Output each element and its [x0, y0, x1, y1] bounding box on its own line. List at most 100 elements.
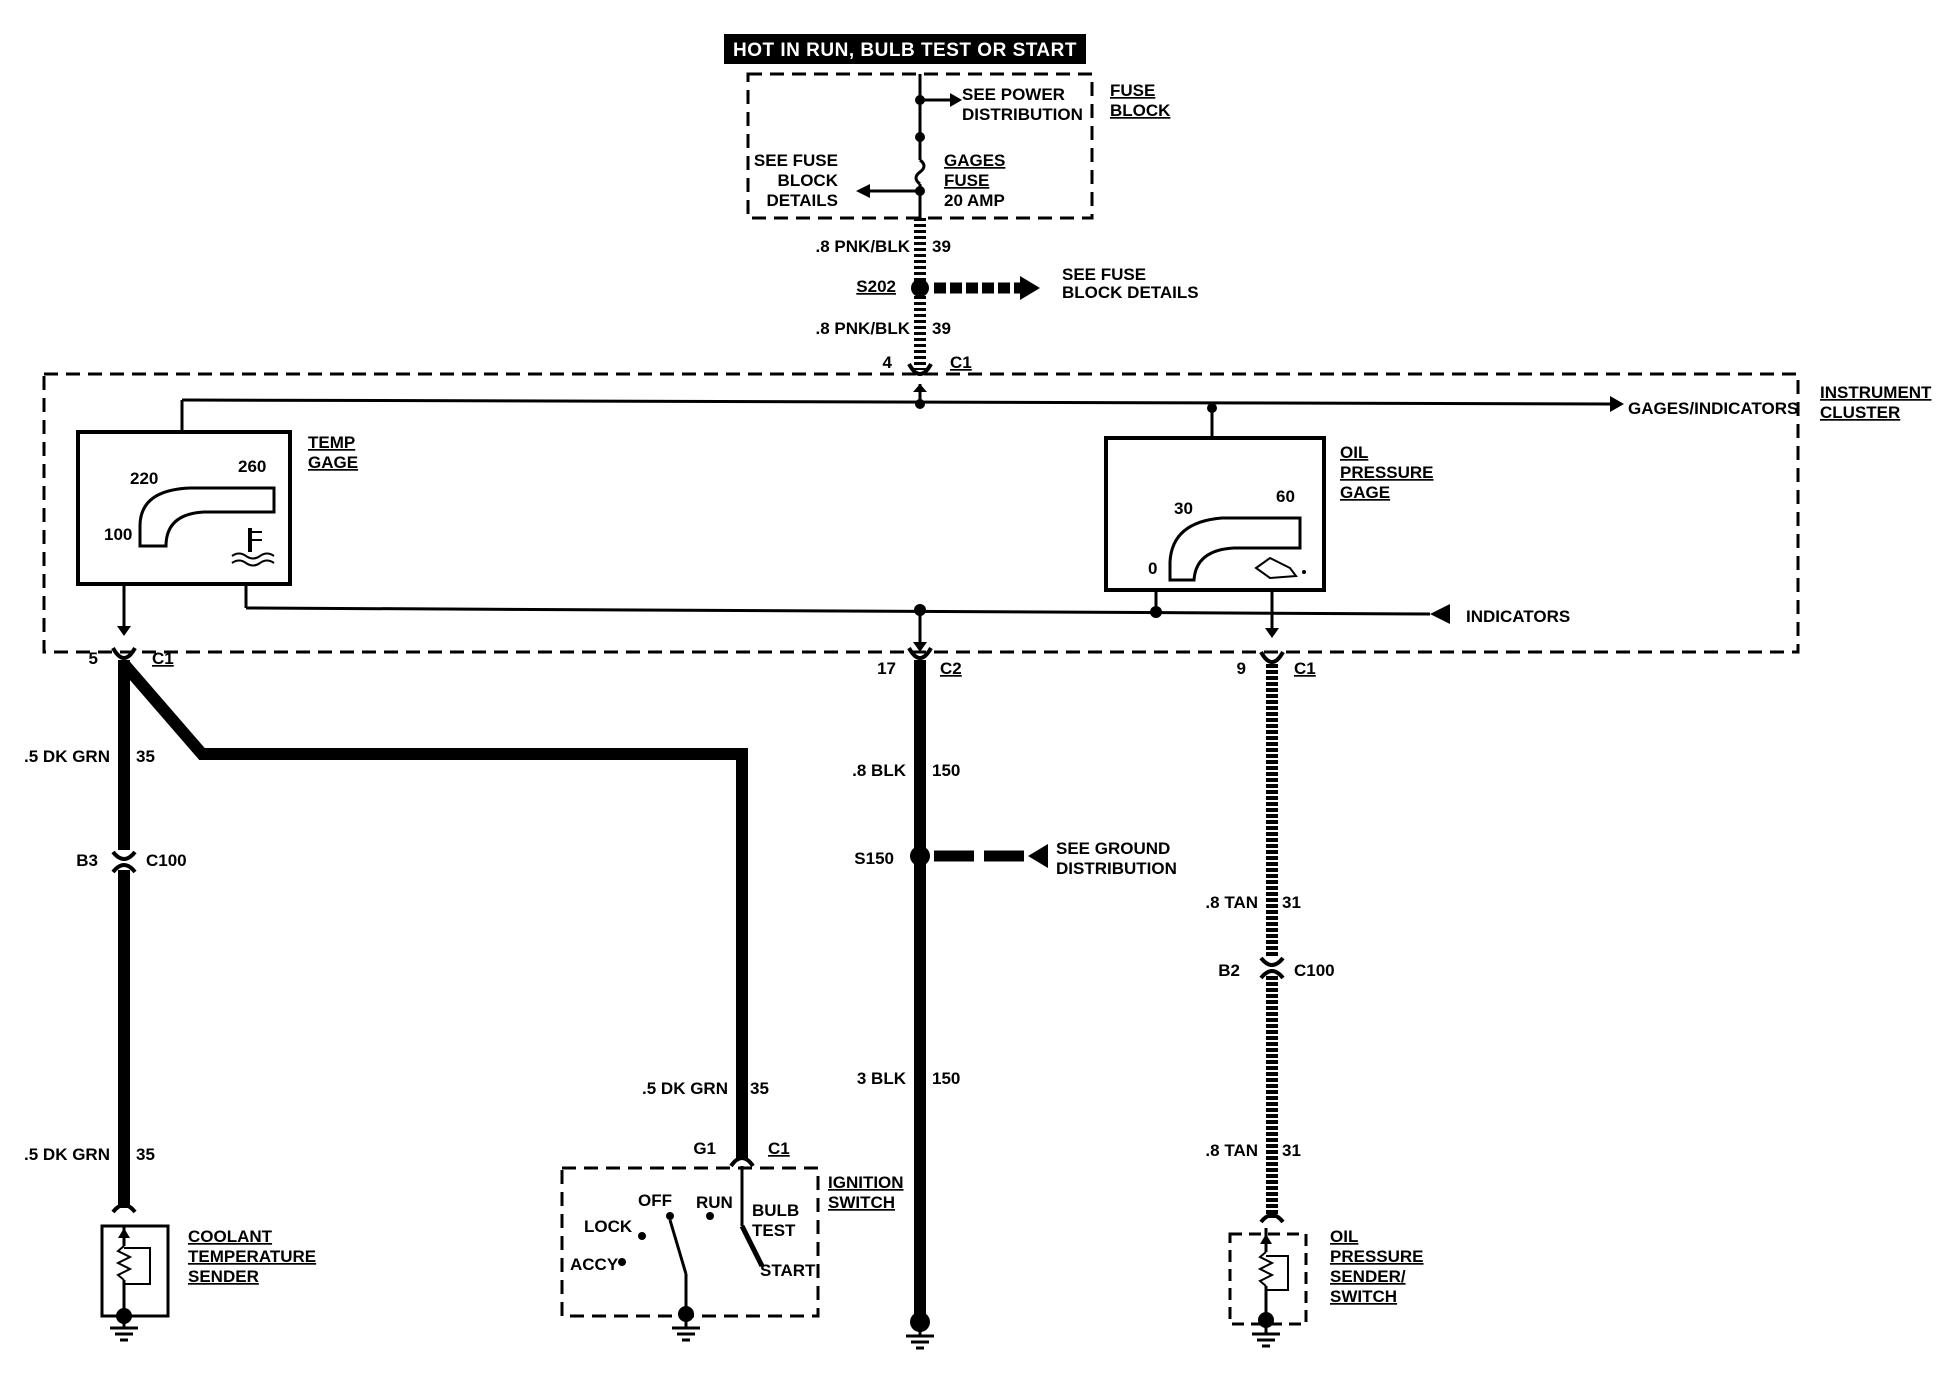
feed-lower-wire-label: .8 PNK/BLK: [816, 319, 911, 338]
ground-connector: C2: [940, 659, 962, 678]
ground-icon: [1252, 1324, 1280, 1348]
feed-pin: 4: [883, 353, 893, 372]
instrument-cluster: GAGES/INDICATORS INSTRUMENT CLUSTER INDI…: [42, 372, 1932, 654]
cluster-title-2: CLUSTER: [1820, 403, 1900, 422]
coolant-temp-icon: [231, 528, 275, 567]
connector-c1-feed: [907, 362, 933, 376]
oil-can-icon: [1254, 556, 1306, 580]
oil-scale-low: 0: [1148, 559, 1157, 578]
oil-sender-title-2: PRESSURE: [1330, 1247, 1424, 1266]
oil-gage-title-3: GAGE: [1340, 483, 1390, 502]
temp-circuit: 5 C1 .5 DK GRN 35 B3 C100 .5 DK GRN 35: [24, 646, 748, 1214]
oil-upper-circuit: 31: [1282, 893, 1301, 912]
oil-dial-arc: [1168, 516, 1302, 582]
oil-gage-title: OIL: [1340, 443, 1368, 462]
oil-circuit: 9 C1 .8 TAN 31 B2 C100 .8 TAN 31: [1205, 650, 1335, 1224]
gages-fuse-label: GAGES: [944, 151, 1005, 170]
s202-note-2: BLOCK DETAILS: [1062, 283, 1199, 302]
ignition-switch-title-2: SWITCH: [828, 1193, 895, 1212]
temp-lower-circuit: 35: [136, 1145, 155, 1164]
see-fuse-block-label-3: DETAILS: [767, 191, 838, 210]
oil-connector: C1: [1294, 659, 1316, 678]
switch-pos-start: START: [760, 1261, 816, 1280]
oil-upper-wire-label: .8 TAN: [1205, 893, 1258, 912]
temp-scale-mid: 220: [130, 469, 158, 488]
indicators-label: INDICATORS: [1466, 607, 1570, 626]
ignition-connector: C1: [768, 1139, 790, 1158]
temp-circuit-number: 35: [136, 747, 155, 766]
oil-gage-title-2: PRESSURE: [1340, 463, 1434, 482]
gages-fuse-rating: 20 AMP: [944, 191, 1005, 210]
switch-pos-accy: ACCY: [570, 1255, 619, 1274]
gages-fuse-label-2: FUSE: [944, 171, 989, 190]
oil-inline-pin: B2: [1218, 961, 1240, 980]
arrow-left-icon: [1028, 844, 1048, 868]
resistor-icon: [1257, 1251, 1275, 1287]
arrow-right-icon: [1020, 276, 1040, 300]
s150-note-2: DISTRIBUTION: [1056, 859, 1177, 878]
feed-lower-circuit: 39: [932, 319, 951, 338]
oil-pressure-sender: OIL PRESSURE SENDER/ SWITCH: [1228, 1227, 1424, 1348]
feed-connector: C1: [950, 353, 972, 372]
oil-scale-high: 60: [1276, 487, 1295, 506]
oil-sender-title-3: SENDER/: [1330, 1267, 1406, 1286]
fuse-block: SEE POWER DISTRIBUTION SEE FUSE BLOCK DE…: [746, 72, 1171, 220]
ground-circuit: 17 C2 .8 BLK 150 S150 SEE GROUND DISTRIB…: [852, 646, 1177, 1350]
arrow-left-icon: [1430, 604, 1450, 624]
oil-pressure-gage: 0 30 60 OIL PRESSURE GAGE: [1104, 436, 1434, 638]
switch-pos-bulb-test: BULB: [752, 1201, 799, 1220]
temp-connector: C1: [152, 649, 174, 668]
connector-c1-temp: [111, 646, 137, 660]
connector-c100-oil: [1259, 956, 1285, 967]
ground-upper-circuit: 150: [932, 761, 960, 780]
arrow-right-icon: [950, 93, 962, 107]
temp-wire-label: .5 DK GRN: [24, 747, 110, 766]
ignition-wire-label: .5 DK GRN: [642, 1079, 728, 1098]
switch-pos-bulb-test-2: TEST: [752, 1221, 796, 1240]
fuse-block-title-2: BLOCK: [1110, 101, 1171, 120]
fuse-block-title: FUSE: [1110, 81, 1155, 100]
oil-pin: 9: [1237, 659, 1246, 678]
coolant-sender-title: COOLANT: [188, 1227, 273, 1246]
gages-indicators-label: GAGES/INDICATORS: [1628, 399, 1798, 418]
connector-c1-oil: [1259, 650, 1285, 664]
temp-dial-arc: [138, 486, 276, 548]
connector-c1-ignition: [729, 1156, 755, 1168]
power-header: HOT IN RUN, BULB TEST OR START: [724, 34, 1086, 64]
fuse-icon: [914, 158, 926, 186]
oil-lower-wire-label: .8 TAN: [1205, 1141, 1258, 1160]
temp-inline-pin: B3: [76, 851, 98, 870]
ground-icon: [906, 1326, 934, 1350]
ground-lower-circuit: 150: [932, 1069, 960, 1088]
coolant-sender-title-2: TEMPERATURE: [188, 1247, 316, 1266]
see-fuse-block-label: SEE FUSE: [754, 151, 838, 170]
ground-lower-wire-label: 3 BLK: [857, 1069, 907, 1088]
temp-scale-low: 100: [104, 525, 132, 544]
s150-note: SEE GROUND: [1056, 839, 1170, 858]
temp-gage-title-2: GAGE: [308, 453, 358, 472]
switch-pos-lock: LOCK: [584, 1217, 633, 1236]
see-power-label-2: DISTRIBUTION: [962, 105, 1083, 124]
ignition-circuit-number: 35: [750, 1079, 769, 1098]
coolant-sender-title-3: SENDER: [188, 1267, 259, 1286]
feed-upper-circuit: 39: [932, 237, 951, 256]
temp-inline-connector: C100: [146, 851, 187, 870]
temp-pin: 5: [89, 649, 98, 668]
header-title: HOT IN RUN, BULB TEST OR START: [733, 40, 1077, 61]
temp-lower-wire-label: .5 DK GRN: [24, 1145, 110, 1164]
switch-pos-run: RUN: [696, 1193, 733, 1212]
oil-lower-circuit: 31: [1282, 1141, 1301, 1160]
oil-scale-mid: 30: [1174, 499, 1193, 518]
feed-wire: .8 PNK/BLK 39 S202 SEE FUSE BLOCK DETAIL…: [816, 218, 1199, 376]
switch-pos-off: OFF: [638, 1191, 672, 1210]
temp-scale-high: 260: [238, 457, 266, 476]
ignition-switch: LOCK OFF RUN BULB TEST ACCY START IGNITI…: [560, 1166, 904, 1342]
arrow-left-icon: [856, 184, 870, 198]
splice-s150-dot: [910, 846, 930, 866]
ground-icon: [110, 1316, 138, 1342]
ignition-pin: G1: [693, 1139, 716, 1158]
ground-upper-wire-label: .8 BLK: [852, 761, 907, 780]
ignition-circuit: .5 DK GRN 35 G1 C1: [642, 1079, 790, 1168]
see-fuse-block-label-2: BLOCK: [778, 171, 839, 190]
connector-c100-temp: [111, 850, 137, 861]
